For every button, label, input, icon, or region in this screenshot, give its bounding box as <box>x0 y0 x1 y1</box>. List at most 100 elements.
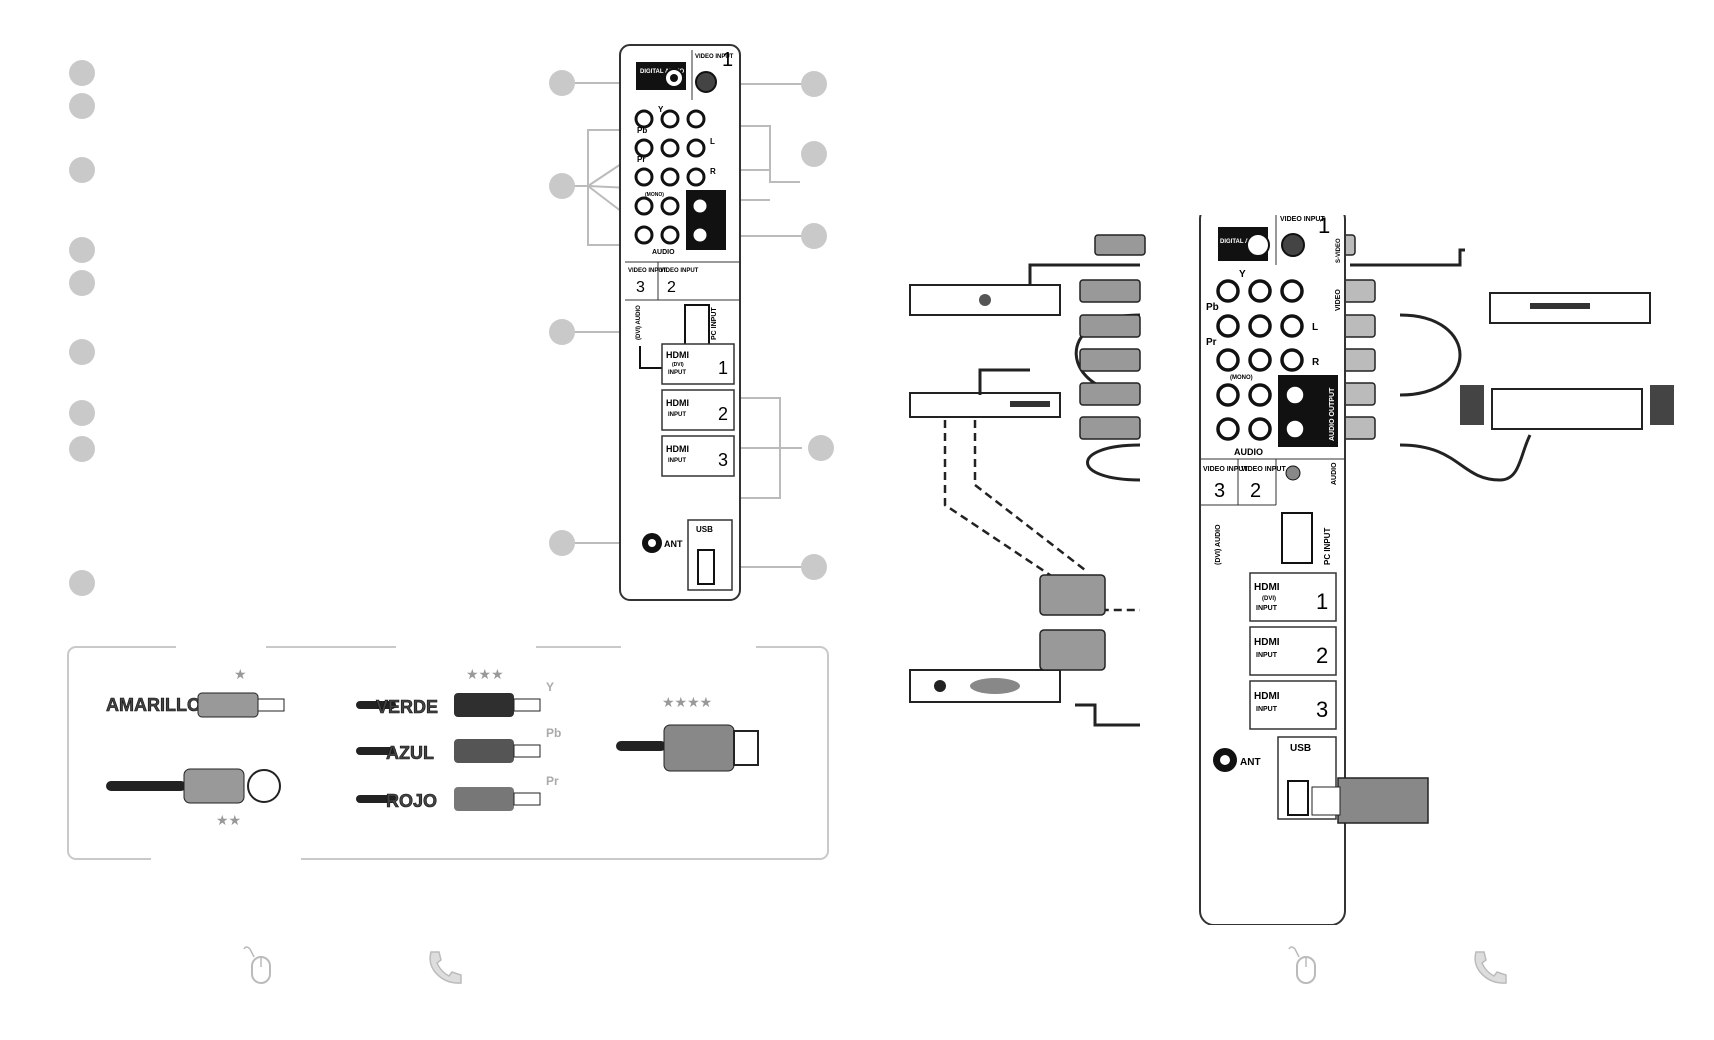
device-satellite <box>909 669 1061 703</box>
label-dvi-1: (DVI) <box>672 362 684 368</box>
r-label-r: R <box>1312 357 1320 368</box>
callout-hdmi <box>808 435 834 461</box>
label-ant: ANT <box>664 539 683 549</box>
connection-diagram: DIGITAL AUDIO OUTPUT VIDEO INPUT 1 S-VID… <box>909 215 1674 925</box>
r-label-l: L <box>1312 322 1318 333</box>
stars-component: ★★★ <box>466 666 504 682</box>
r-label-dvi-audio: (DVI) AUDIO <box>1215 524 1222 565</box>
label-r: R <box>710 167 716 176</box>
component-cable-red: ROJO Pr <box>356 774 559 811</box>
r-label-audio-output: AUDIO OUTPUT <box>1329 387 1336 441</box>
r-label-hdmi-1: HDMI <box>1254 582 1280 593</box>
stars-svideo: ★★ <box>216 812 241 828</box>
label-input-2: INPUT <box>668 412 686 418</box>
signal-y: Y <box>546 680 554 694</box>
callout-component <box>549 173 575 199</box>
callout-pc-input <box>549 319 575 345</box>
cable-label-amarillo: AMARILLO <box>106 695 201 715</box>
r-label-audio: AUDIO <box>1234 447 1263 457</box>
list-bullet-5 <box>69 270 95 296</box>
label-dvi-audio: (DVI) AUDIO <box>636 305 642 340</box>
label-hdmi-num-2: 2 <box>718 404 728 424</box>
r-label-num-2: 2 <box>1250 480 1261 502</box>
r-label-usb: USB <box>1290 743 1311 754</box>
r-label-video-input-3: VIDEO INPUT <box>1203 466 1248 473</box>
usb-flash-drive <box>1337 777 1429 824</box>
cable-label-azul: AZUL <box>386 743 434 763</box>
r-label-svideo: S-VIDEO <box>1336 238 1342 263</box>
label-video-input-2: VIDEO INPUT <box>660 268 699 274</box>
r-label-num-3: 3 <box>1214 480 1225 502</box>
callout-digital-audio <box>549 70 575 96</box>
stars-hdmi: ★★★★ <box>662 694 712 710</box>
r-label-y: Y <box>1239 269 1246 280</box>
callout-ant <box>549 530 575 556</box>
r-label-pc-input: PC INPUT <box>1323 528 1332 565</box>
cable-legend: ★ AMARILLO ★★ ★★★ VERDE Y AZUL Pb ROJO P… <box>67 645 829 863</box>
r-label-ant: ANT <box>1240 757 1261 768</box>
label-hdmi-num-1: 1 <box>718 358 728 378</box>
signal-pr: Pr <box>546 774 559 788</box>
r-label-dvi-1: (DVI) <box>1262 596 1276 602</box>
label-input-3: INPUT <box>668 458 686 464</box>
cable-label-rojo: ROJO <box>386 791 437 811</box>
list-bullet-6 <box>69 339 95 365</box>
r-label-hdmi-2: HDMI <box>1254 637 1280 648</box>
callout-usb <box>801 554 827 580</box>
r-label-input-3: INPUT <box>1256 706 1278 713</box>
r-label-pb: Pb <box>1206 302 1219 313</box>
device-audio-receiver <box>1460 385 1674 430</box>
label-hdmi-2: HDMI <box>666 398 689 408</box>
label-l: L <box>710 137 715 146</box>
r-label-video-input-2: VIDEO INPUT <box>1241 466 1286 473</box>
r-label-audio-small: AUDIO <box>1331 462 1338 485</box>
device-cable-box <box>909 284 1061 316</box>
label-video-input-3: VIDEO INPUT <box>628 268 667 274</box>
r-label-input-1: INPUT <box>1256 605 1278 612</box>
callout-svideo <box>801 71 827 97</box>
device-dvd-player <box>909 392 1061 418</box>
component-cable-green: VERDE Y <box>356 680 554 717</box>
device-vcr <box>1489 292 1651 324</box>
r-label-video-input-1: VIDEO INPUT <box>1280 216 1325 223</box>
list-bullet-7 <box>69 400 95 426</box>
label-mono: (MONO) <box>645 192 664 198</box>
label-hdmi-num-3: 3 <box>718 450 728 470</box>
label-hdmi-3: HDMI <box>666 444 689 454</box>
label-pb: Pb <box>637 126 647 135</box>
stars-composite: ★ <box>234 666 247 682</box>
list-bullet-3 <box>69 157 95 183</box>
callout-composite <box>801 141 827 167</box>
label-pr: Pr <box>637 155 645 164</box>
list-bullet-1 <box>69 60 95 86</box>
label-y: Y <box>658 105 664 114</box>
label-audio: AUDIO <box>652 249 675 256</box>
label-video-input-1-num: 1 <box>722 49 733 71</box>
label-input-1: INPUT <box>668 370 686 376</box>
mouse-icon <box>243 946 271 984</box>
label-num-3: 3 <box>636 279 645 296</box>
r-label-pr: Pr <box>1206 337 1217 348</box>
r-label-video: VIDEO <box>1335 289 1342 311</box>
r-label-hdmi-3: HDMI <box>1254 691 1280 702</box>
callout-audio-output <box>801 223 827 249</box>
label-video-input-1: VIDEO INPUT <box>695 54 734 60</box>
r-label-input-2: INPUT <box>1256 652 1278 659</box>
r-label-video-input-1-num: 1 <box>1318 215 1330 238</box>
label-usb: USB <box>696 525 713 534</box>
list-bullet-2 <box>69 93 95 119</box>
list-bullet-4 <box>69 237 95 263</box>
mouse-icon-2 <box>1288 946 1316 984</box>
cable-label-verde: VERDE <box>376 697 438 717</box>
label-pc-input: PC INPUT <box>711 307 718 340</box>
label-num-2: 2 <box>667 279 676 296</box>
r-label-hdmi-num-3: 3 <box>1316 697 1328 722</box>
signal-pb: Pb <box>546 726 561 740</box>
label-hdmi-1: HDMI <box>666 350 689 360</box>
tv-back-panel-left: DIGITAL AUDIO OUTPUT VIDEO INPUT 1 Pb Pr… <box>560 44 802 601</box>
component-cable-blue: AZUL Pb <box>356 726 561 763</box>
phone-icon-2 <box>1474 951 1507 984</box>
r-label-mono: (MONO) <box>1230 375 1253 381</box>
phone-icon <box>429 951 462 984</box>
r-label-hdmi-num-1: 1 <box>1316 589 1328 614</box>
